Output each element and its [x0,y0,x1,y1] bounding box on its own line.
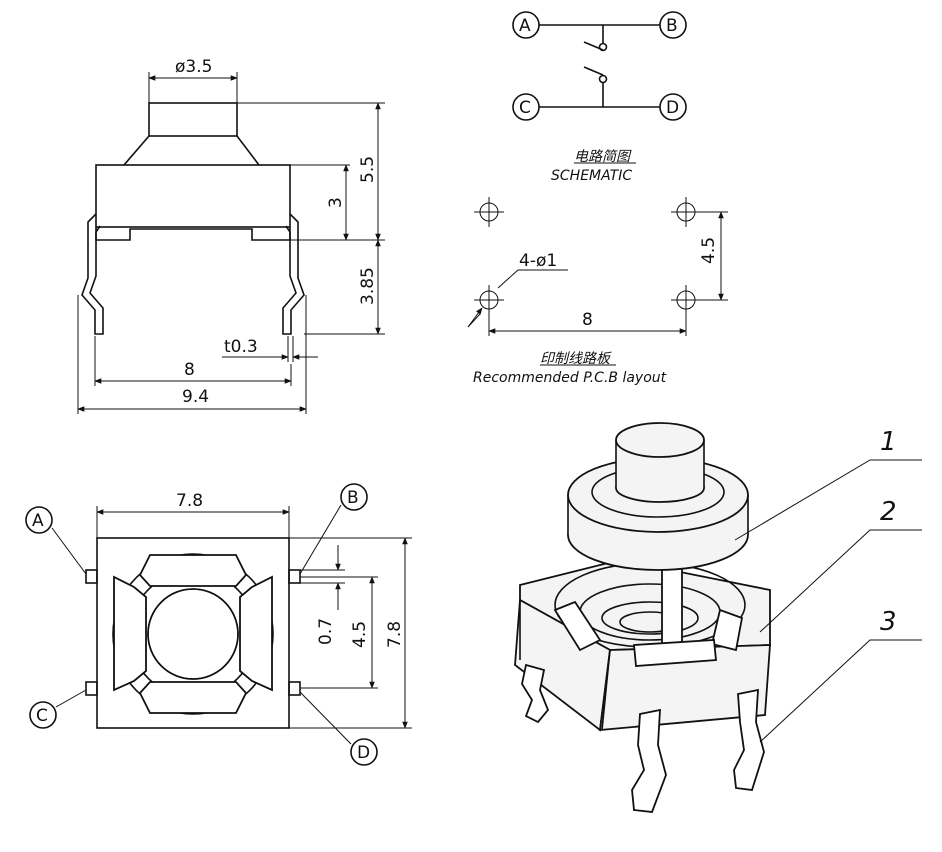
plunger-top [615,422,705,458]
top-pin-c [85,681,98,696]
part-number-2: 2 [880,497,897,527]
pcb-title-cn: 印制线路板 [540,351,612,367]
side-view: ø3.5 5.5 3 3.85 t0.3 8 9.4 [77,57,385,414]
top-terminal-d: D [357,743,370,763]
clip-bottom [138,681,248,714]
plunger-cone [123,135,260,166]
left-leg [81,213,104,335]
schematic-wires [539,24,660,108]
part-number-1: 1 [880,427,897,457]
body-base [95,227,291,241]
schematic-terminal-c: C [519,98,531,118]
right-leg [282,213,305,335]
top-dim-pin-width: 0.7 [316,618,336,645]
iso-leg-back-right [733,688,765,791]
top-terminal-a: A [32,511,44,531]
top-dim-width: 7.8 [176,491,203,511]
schematic: A B C D 电路简图 SCHEMATIC [512,11,687,184]
pcb-layout: 4.5 8 4-ø1 印制线路板 Recommended P.C.B layou… [467,197,728,386]
dim-plunger-diameter: ø3.5 [175,57,212,77]
schematic-terminal-d: D [666,98,679,118]
top-dim-height: 7.8 [385,621,405,648]
dim-total-height: 5.5 [358,156,378,183]
iso-leg-front-right [631,708,667,813]
top-terminal-b: B [347,488,359,508]
plunger-outline [148,102,238,137]
top-pin-d [288,681,301,696]
dim-pin-length: 3.85 [358,267,378,305]
top-pin-b [288,569,301,584]
dim-body-height: 3 [326,197,346,208]
top-view: 7.8 7.8 4.5 0.7 A B C D [25,483,412,766]
schematic-terminal-a: A [519,16,531,36]
dim-overall-width: 9.4 [182,387,209,407]
pcb-dim-pitch-x: 8 [582,310,593,330]
pcb-dim-holes: 4-ø1 [519,251,557,271]
dim-pin-thickness: t0.3 [224,337,258,357]
clip-top [138,554,248,587]
body-outline [95,164,291,228]
schematic-terminal-b: B [666,16,678,36]
iso-leg-front-left [521,663,550,724]
top-terminal-c: C [36,706,48,726]
pcb-dim-pitch-y: 4.5 [699,237,719,264]
clip-right [239,575,273,692]
top-pin-a [85,569,98,584]
schematic-title-en: SCHEMATIC [551,168,632,184]
top-body-outline [96,537,290,729]
clip-left [113,575,147,692]
exploded-view: 1 2 3 [514,422,922,813]
dim-pin-pitch: 8 [184,360,195,380]
pcb-title-en: Recommended P.C.B layout [473,370,667,386]
top-dim-pin-pitch: 4.5 [350,621,370,648]
part-number-3: 3 [880,607,897,637]
schematic-title-cn: 电路简图 [574,149,632,165]
